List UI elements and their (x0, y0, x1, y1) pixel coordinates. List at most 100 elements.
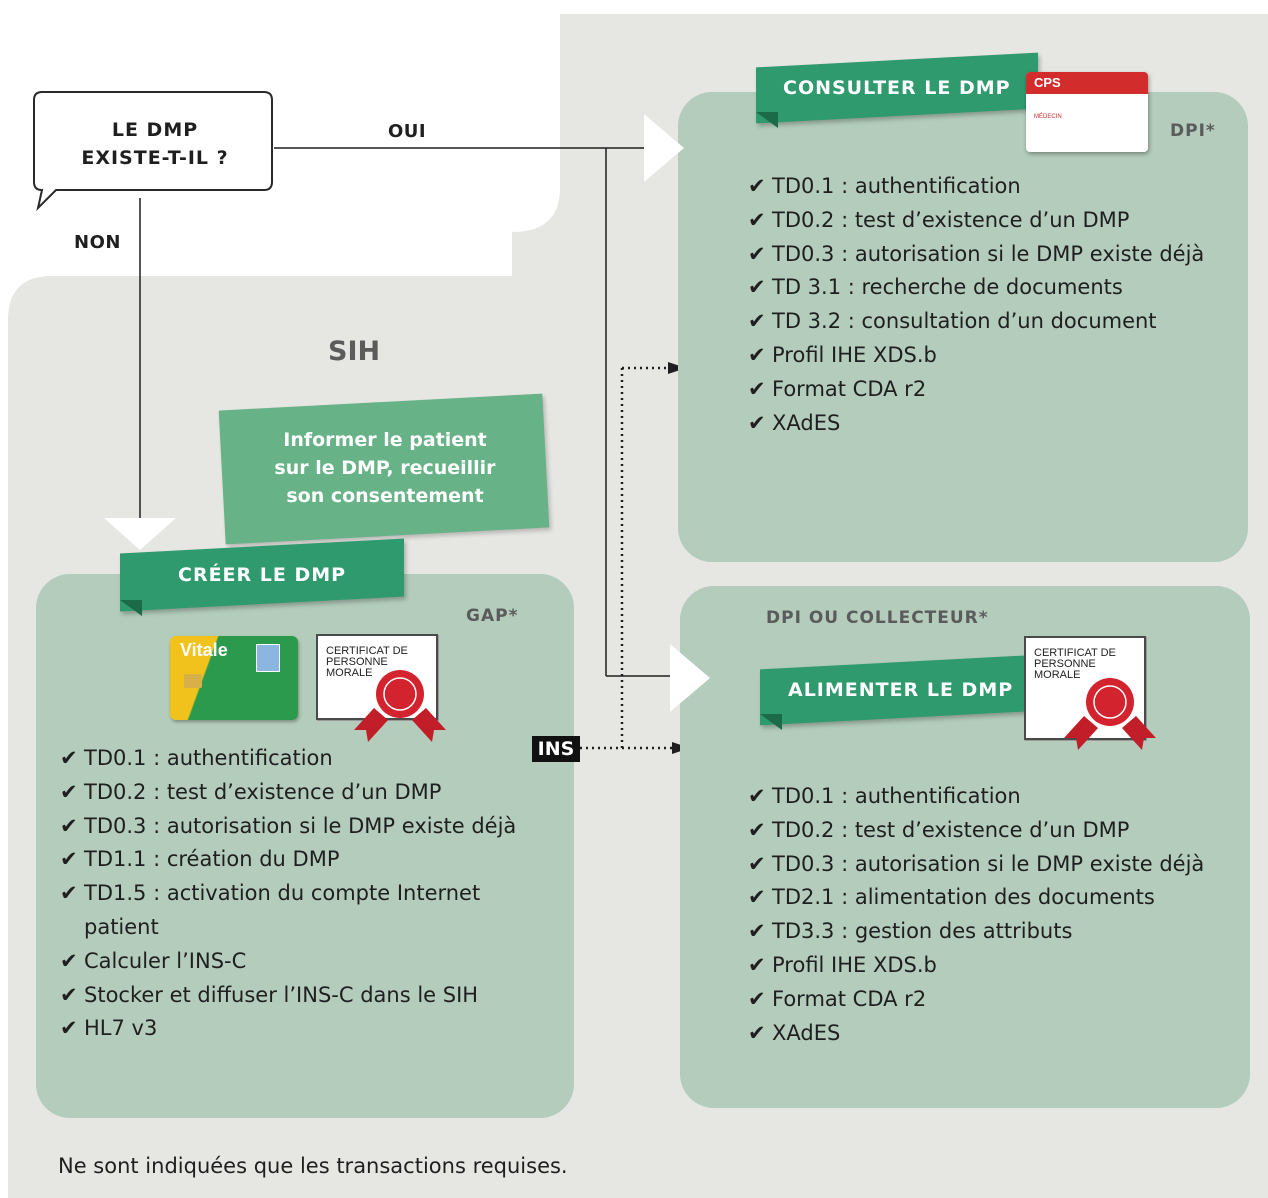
check-icon: ✔ (748, 817, 766, 842)
consult-ribbon-fold (756, 112, 778, 128)
feed-list-item-text: TD2.1 : alimentation des documents (772, 885, 1155, 910)
check-icon: ✔ (748, 241, 766, 266)
cps-card: CPS MÉDECIN (1026, 72, 1148, 152)
check-icon: ✔ (748, 342, 766, 367)
cps-card-title: CPS (1034, 75, 1061, 90)
create-cert-line-2: PERSONNE MORALE (326, 656, 388, 679)
create-list-item: ✔TD0.2 : test d’existence d’un DMP (60, 776, 540, 810)
check-icon: ✔ (60, 746, 78, 770)
consult-list-item: ✔TD0.2 : test d’existence d’un DMP (748, 204, 1218, 238)
create-list-item-text: Calculer l’INS-C (84, 948, 247, 973)
feed-seal-icon (1064, 678, 1156, 750)
edge-label-no: NON (74, 232, 121, 253)
create-cert-text: CERTIFICAT DE PERSONNE MORALE (326, 646, 436, 679)
create-header: GAP* (466, 606, 519, 626)
create-list-item: ✔TD1.5 : activation du compte Internet p… (60, 877, 540, 945)
consult-list-item-text: Profil IHE XDS.b (772, 342, 937, 367)
create-cert-line-1: CERTIFICAT DE (326, 645, 408, 657)
feed-cert-line-1: CERTIFICAT DE (1034, 647, 1116, 659)
check-icon: ✔ (60, 1016, 78, 1041)
consult-header: DPI* (1170, 121, 1216, 141)
consult-list-item-text: TD0.1 : authentification (772, 174, 1021, 198)
vitale-photo (256, 644, 280, 672)
check-icon: ✔ (748, 952, 766, 977)
feed-list-item-text: TD0.3 : autorisation si le DMP existe dé… (772, 851, 1205, 876)
create-ribbon-label: CRÉER LE DMP (177, 564, 347, 586)
feed-ribbon-label: ALIMENTER LE DMP (788, 679, 1014, 702)
check-icon: ✔ (748, 207, 766, 232)
check-icon: ✔ (748, 885, 766, 910)
check-icon: ✔ (748, 309, 766, 334)
inform-line-1: Informer le patient (283, 429, 487, 451)
feed-list-item-text: TD3.3 : gestion des attributs (772, 919, 1073, 944)
feed-list-item: ✔TD2.1 : alimentation des documents (748, 881, 1228, 915)
consult-list-item-text: TD0.3 : autorisation si le DMP existe dé… (772, 241, 1205, 266)
consult-list-item-text: TD 3.1 : recherche de documents (772, 275, 1123, 300)
feed-list-item: ✔TD0.1 : authentification (748, 780, 1228, 814)
decision-bubble (33, 91, 273, 212)
check-icon: ✔ (748, 986, 766, 1011)
cps-card-band (1026, 72, 1148, 94)
inform-line-2: sur le DMP, recueillir (274, 457, 496, 479)
consult-list-item: ✔TD0.3 : autorisation si le DMP existe d… (748, 238, 1218, 272)
feed-list-item-text: TD0.1 : authentification (772, 784, 1021, 808)
decision-line-2: EXISTE-T-IL ? (81, 147, 229, 169)
create-panel (36, 574, 574, 1118)
check-icon: ✔ (748, 376, 766, 401)
consult-panel (678, 92, 1248, 562)
cps-card-role: MÉDECIN (1034, 114, 1062, 120)
consult-list-item: ✔XAdES (748, 407, 1218, 441)
consult-list-item: ✔TD0.1 : authentification (748, 170, 1218, 204)
create-list-item: ✔HL7 v3 (60, 1012, 540, 1046)
create-list-item: ✔TD1.1 : création du DMP (60, 843, 540, 877)
feed-list: ✔TD0.1 : authentification✔TD0.2 : test d… (748, 780, 1228, 1050)
create-list-item-text: TD0.3 : autorisation si le DMP existe dé… (84, 813, 517, 838)
create-list-item-text: TD1.1 : création du DMP (84, 847, 340, 872)
consult-arrow (644, 114, 684, 182)
create-list-item: ✔Stocker et diffuser l’INS-C dans le SIH (60, 979, 540, 1013)
feed-cert-line-2: PERSONNE MORALE (1034, 658, 1096, 681)
consult-list-item: ✔TD 3.2 : consultation d’un document (748, 305, 1218, 339)
feed-list-item-text: Profil IHE XDS.b (772, 952, 937, 977)
check-icon: ✔ (748, 784, 766, 808)
create-list-item: ✔TD0.1 : authentification (60, 742, 540, 776)
consult-list-item: ✔TD 3.1 : recherche de documents (748, 271, 1218, 305)
check-icon: ✔ (748, 410, 766, 435)
consult-list-item-text: TD 3.2 : consultation d’un document (772, 309, 1157, 334)
feed-list-item-text: TD0.2 : test d’existence d’un DMP (772, 817, 1130, 842)
vitale-chip (184, 674, 202, 688)
consult-list-item: ✔Format CDA r2 (748, 373, 1218, 407)
inform-text: Informer le patient sur le DMP, recueill… (230, 426, 540, 510)
create-list-item-text: TD0.1 : authentification (84, 746, 333, 770)
consult-list-item-text: XAdES (772, 410, 841, 435)
create-list-item-text: HL7 v3 (84, 1016, 158, 1041)
consult-list: ✔TD0.1 : authentification✔TD0.2 : test d… (748, 170, 1218, 440)
feed-list-item-text: Format CDA r2 (772, 986, 927, 1011)
check-icon: ✔ (60, 847, 78, 872)
feed-cert-text: CERTIFICAT DE PERSONNE MORALE (1034, 648, 1144, 681)
check-icon: ✔ (748, 1020, 766, 1045)
create-list-item: ✔Calculer l’INS-C (60, 945, 540, 979)
feed-header: DPI OU COLLECTEUR* (766, 608, 989, 628)
check-icon: ✔ (748, 851, 766, 876)
check-icon: ✔ (748, 174, 766, 198)
feed-arrow (670, 644, 710, 712)
feed-list-item-text: XAdES (772, 1020, 841, 1045)
create-list-item-text: TD1.5 : activation du compte Internet pa… (84, 881, 481, 939)
create-list-item-text: TD0.2 : test d’existence d’un DMP (84, 779, 442, 804)
vitale-card-title: Vitale (180, 640, 228, 660)
create-ribbon-fold (120, 600, 142, 616)
vitale-card: Vitale (170, 636, 298, 720)
create-list: ✔TD0.1 : authentification✔TD0.2 : test d… (60, 742, 540, 1046)
feed-list-item: ✔XAdES (748, 1017, 1228, 1051)
check-icon: ✔ (60, 982, 78, 1007)
consult-ribbon-label: CONSULTER LE DMP (783, 77, 1011, 99)
create-list-item-text: Stocker et diffuser l’INS-C dans le SIH (84, 982, 479, 1007)
decision-line-1: LE DMP (111, 119, 199, 141)
feed-list-item: ✔TD0.3 : autorisation si le DMP existe d… (748, 848, 1228, 882)
feed-list-item: ✔TD3.3 : gestion des attributs (748, 915, 1228, 949)
feed-list-item: ✔TD0.2 : test d’existence d’un DMP (748, 814, 1228, 848)
create-seal-icon (354, 670, 446, 742)
feed-list-item: ✔Format CDA r2 (748, 983, 1228, 1017)
